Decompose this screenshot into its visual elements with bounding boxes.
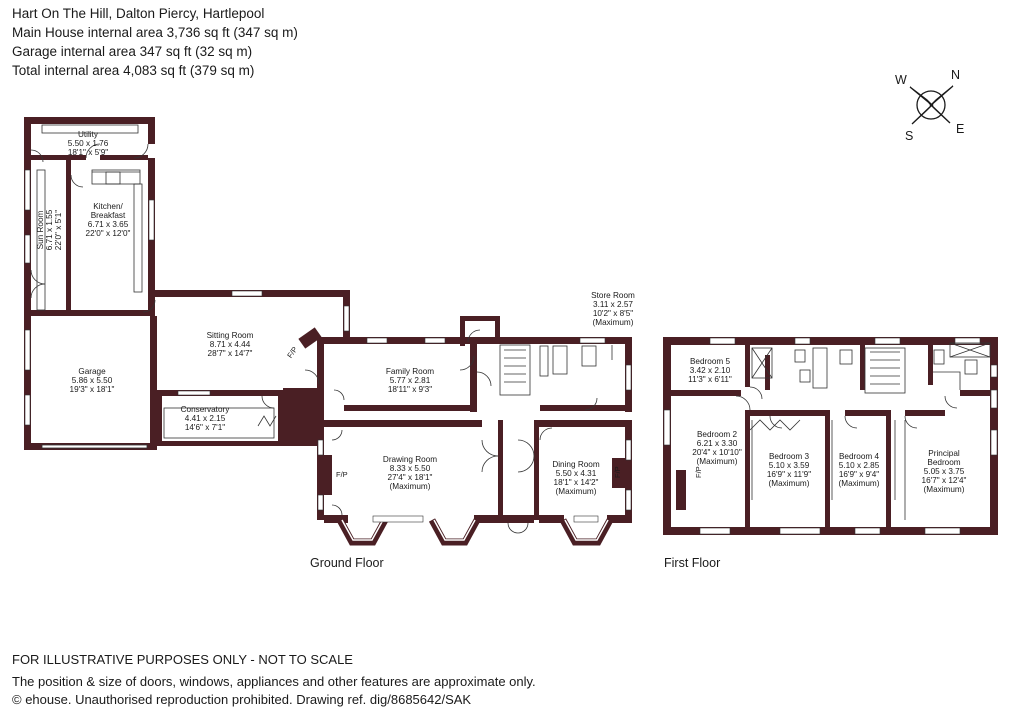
sunroom-label: Sun Room6.71 x 1.5522'0" x 5'1"	[36, 209, 63, 250]
fp-label-dining: F/P	[613, 466, 622, 478]
copyright-text: © ehouse. Unauthorised reproduction proh…	[12, 692, 472, 707]
compass-s-label: S	[905, 129, 913, 143]
ground-windows	[24, 169, 632, 523]
property-title: Hart On The Hill, Dalton Piercy, Hartlep…	[12, 6, 265, 21]
compass-n-label: N	[951, 68, 960, 82]
garage-area: Garage internal area 347 sq ft (32 sq m)	[12, 44, 253, 59]
ground-interior-lines	[36, 124, 597, 449]
compass-w-label: W	[895, 73, 907, 87]
fp-label-sitting: F/P	[285, 345, 299, 360]
fp-label-bedroom2: F/P	[694, 466, 703, 478]
compass-icon	[909, 85, 954, 125]
first-interior-lines	[749, 342, 991, 520]
approximation-note: The position & size of doors, windows, a…	[12, 674, 536, 689]
first-doors	[735, 386, 958, 429]
main-house-area: Main House internal area 3,736 sq ft (34…	[12, 25, 298, 40]
first-floor-caption: First Floor	[664, 556, 720, 570]
compass-e-label: E	[956, 122, 964, 136]
ground-floor-walls	[24, 117, 632, 523]
bay-windows-ground	[336, 518, 614, 546]
first-windows	[663, 337, 998, 535]
bay-window-glazing	[341, 519, 609, 541]
ground-floor-caption: Ground Floor	[310, 556, 384, 570]
total-area: Total internal area 4,083 sq ft (379 sq …	[12, 63, 255, 78]
fp-label-drawing: F/P	[336, 470, 348, 479]
ground-doors	[30, 143, 598, 534]
disclaimer-text: FOR ILLUSTRATIVE PURPOSES ONLY - NOT TO …	[12, 652, 353, 667]
